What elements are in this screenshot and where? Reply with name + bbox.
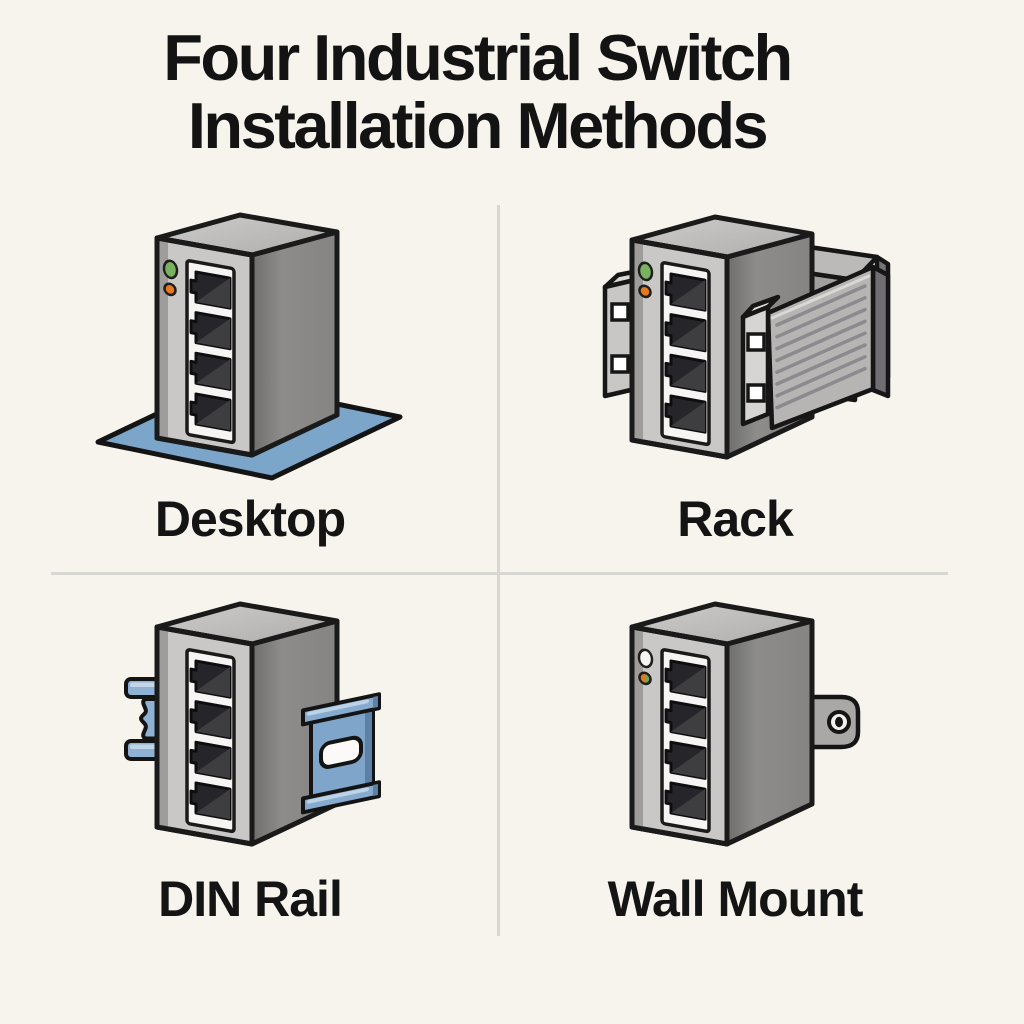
ethernet-ports-panel [660,647,711,834]
quadrant-desktop: Desktop [40,195,460,545]
quadrant-rack: Rack [525,195,945,545]
ethernet-ports-panel [185,258,236,445]
method-label-desktop: Desktop [154,491,346,547]
method-label-wall-mount: Wall Mount [607,871,864,927]
rack-ear-left [602,266,651,399]
switch-body [157,215,337,455]
wall-mount-tab [806,694,861,750]
rail-slot [319,735,363,769]
ethernet-ports-panel [660,260,711,447]
switch-body [632,604,812,844]
screw-hole [746,383,766,403]
screw-hole [610,354,630,374]
method-label-rack: Rack [677,491,794,547]
switch-chassis [632,604,812,844]
screw-hole [746,332,766,352]
rack-ear-right [740,294,781,427]
vertical-divider [497,205,500,936]
switch-chassis [157,215,337,455]
horizontal-divider [51,572,948,575]
wall-mount-switch-illustration [525,575,861,870]
quadrant-wall-mount: Wall Mount [525,575,945,925]
desktop-switch-illustration [95,195,403,481]
method-label-din-rail: DIN Rail [158,871,343,927]
page-title: Four Industrial Switch Installation Meth… [0,24,954,160]
vent-slots [775,284,867,410]
title-line-2: Installation Methods [187,89,769,162]
din-rail-switch-illustration [124,575,381,870]
quadrant-din-rail: DIN Rail [40,575,460,925]
din-rail-right [301,692,381,815]
screw-hole [610,302,630,322]
title-line-1: Four Industrial Switch [163,21,793,94]
rack-vent-panel [765,264,891,431]
rack-switch-illustration [602,195,891,490]
ethernet-ports-panel [185,647,236,834]
